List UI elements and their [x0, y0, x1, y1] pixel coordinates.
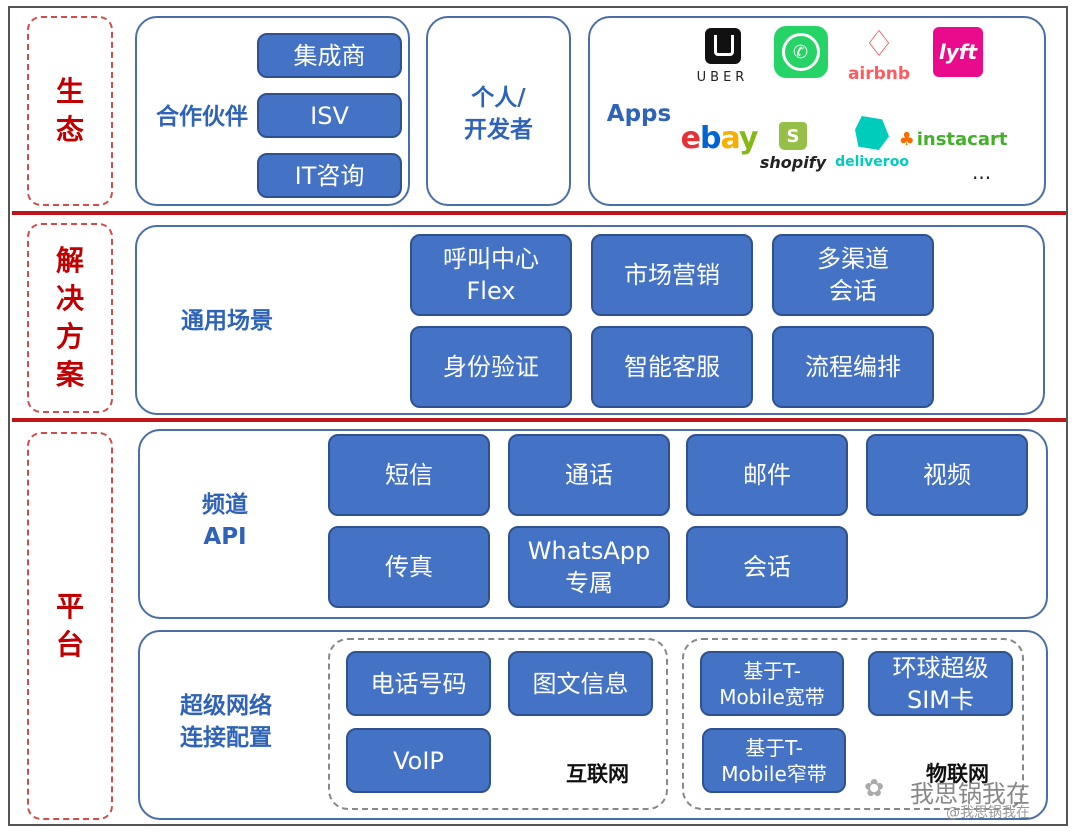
solutions-label: 通用场景	[181, 308, 273, 334]
carrot-icon: ♣	[898, 128, 915, 150]
layer-solutions-label: 解决方案	[55, 244, 84, 391]
wechat-icon: ✿	[864, 774, 885, 802]
lyft-logo: lyft	[933, 27, 983, 77]
deliveroo-wordmark: deliveroo	[835, 154, 909, 170]
partner-isv: ISV	[257, 93, 402, 138]
solution-marketing: 市场营销	[591, 234, 753, 316]
partner-integrator: 集成商	[257, 33, 402, 78]
watermark-line2: @我思锅我在	[946, 805, 1030, 821]
developers-label: 个人/ 开发者	[464, 85, 533, 143]
divider-ecosystem-solutions	[12, 211, 1066, 215]
uber-wordmark: UBER	[696, 69, 749, 85]
channel-email: 邮件	[686, 434, 848, 516]
solution-call-center-flex: 呼叫中心 Flex	[410, 234, 572, 316]
internet-mms: 图文信息	[508, 651, 653, 716]
whatsapp-icon: ✆	[773, 26, 828, 78]
iot-global-sim: 环球超级 SIM卡	[868, 651, 1013, 716]
layer-tag-solutions: 解决方案	[27, 223, 113, 413]
iot-label: 物联网	[926, 762, 989, 786]
solution-identity-verification: 身份验证	[410, 326, 572, 408]
airbnb-wordmark: airbnb	[847, 64, 911, 84]
layer-tag-ecosystem: 生态	[27, 16, 113, 206]
channel-sms: 短信	[328, 434, 490, 516]
layer-platform-label: 平台	[55, 590, 84, 661]
channel-video: 视频	[866, 434, 1028, 516]
lyft-wordmark: lyft	[938, 40, 978, 64]
airbnb-logo: ♢ airbnb	[848, 22, 910, 88]
apps-label: Apps	[606, 101, 672, 127]
channel-fax: 传真	[328, 526, 490, 608]
uber-icon	[704, 27, 741, 64]
deliveroo-logo: deliveroo	[835, 112, 909, 174]
internet-group	[328, 638, 668, 810]
shopify-wordmark: shopify	[759, 153, 827, 172]
internet-label: 互联网	[566, 762, 629, 786]
iot-tmobile-narrowband: 基于T- Mobile窄带	[702, 728, 846, 793]
partner-it-consulting: IT咨询	[257, 153, 402, 198]
divider-solutions-platform	[12, 418, 1066, 422]
whatsapp-logo: ✆	[773, 26, 828, 78]
watermark-line1: 我思锅我在	[910, 780, 1030, 808]
shopify-logo: S shopify	[760, 118, 826, 176]
developers-panel: 个人/ 开发者	[426, 16, 571, 206]
ebay-wordmark: ebay	[680, 120, 759, 156]
connectivity-label: 超级网络 连接配置	[180, 693, 272, 751]
uber-logo: UBER	[690, 26, 755, 86]
solution-process-orchestration: 流程编排	[772, 326, 934, 408]
partners-label: 合作伙伴	[156, 104, 248, 130]
channel-conversation: 会话	[686, 526, 848, 608]
channel-voice: 通话	[508, 434, 670, 516]
diagram-frame	[8, 6, 1068, 826]
apps-more: ...	[972, 160, 992, 184]
instacart-logo: ♣ instacart	[898, 126, 1008, 152]
shopify-icon: S	[779, 122, 807, 150]
channel-whatsapp: WhatsApp 专属	[508, 526, 670, 608]
solution-smart-customer-service: 智能客服	[591, 326, 753, 408]
solution-omnichannel-conversation: 多渠道 会话	[772, 234, 934, 316]
internet-voip: VoIP	[346, 728, 491, 793]
iot-tmobile-broadband: 基于T- Mobile宽带	[700, 651, 844, 716]
internet-phone-number: 电话号码	[346, 651, 491, 716]
layer-tag-platform: 平台	[27, 432, 113, 820]
channels-api-label: 频道 API	[202, 492, 248, 550]
airbnb-icon: ♢	[862, 24, 896, 65]
ebay-logo: ebay	[681, 118, 759, 158]
layer-ecosystem-label: 生态	[55, 75, 84, 146]
iot-group	[682, 638, 1024, 810]
instacart-wordmark: instacart	[916, 128, 1008, 150]
deliveroo-icon	[855, 116, 889, 150]
